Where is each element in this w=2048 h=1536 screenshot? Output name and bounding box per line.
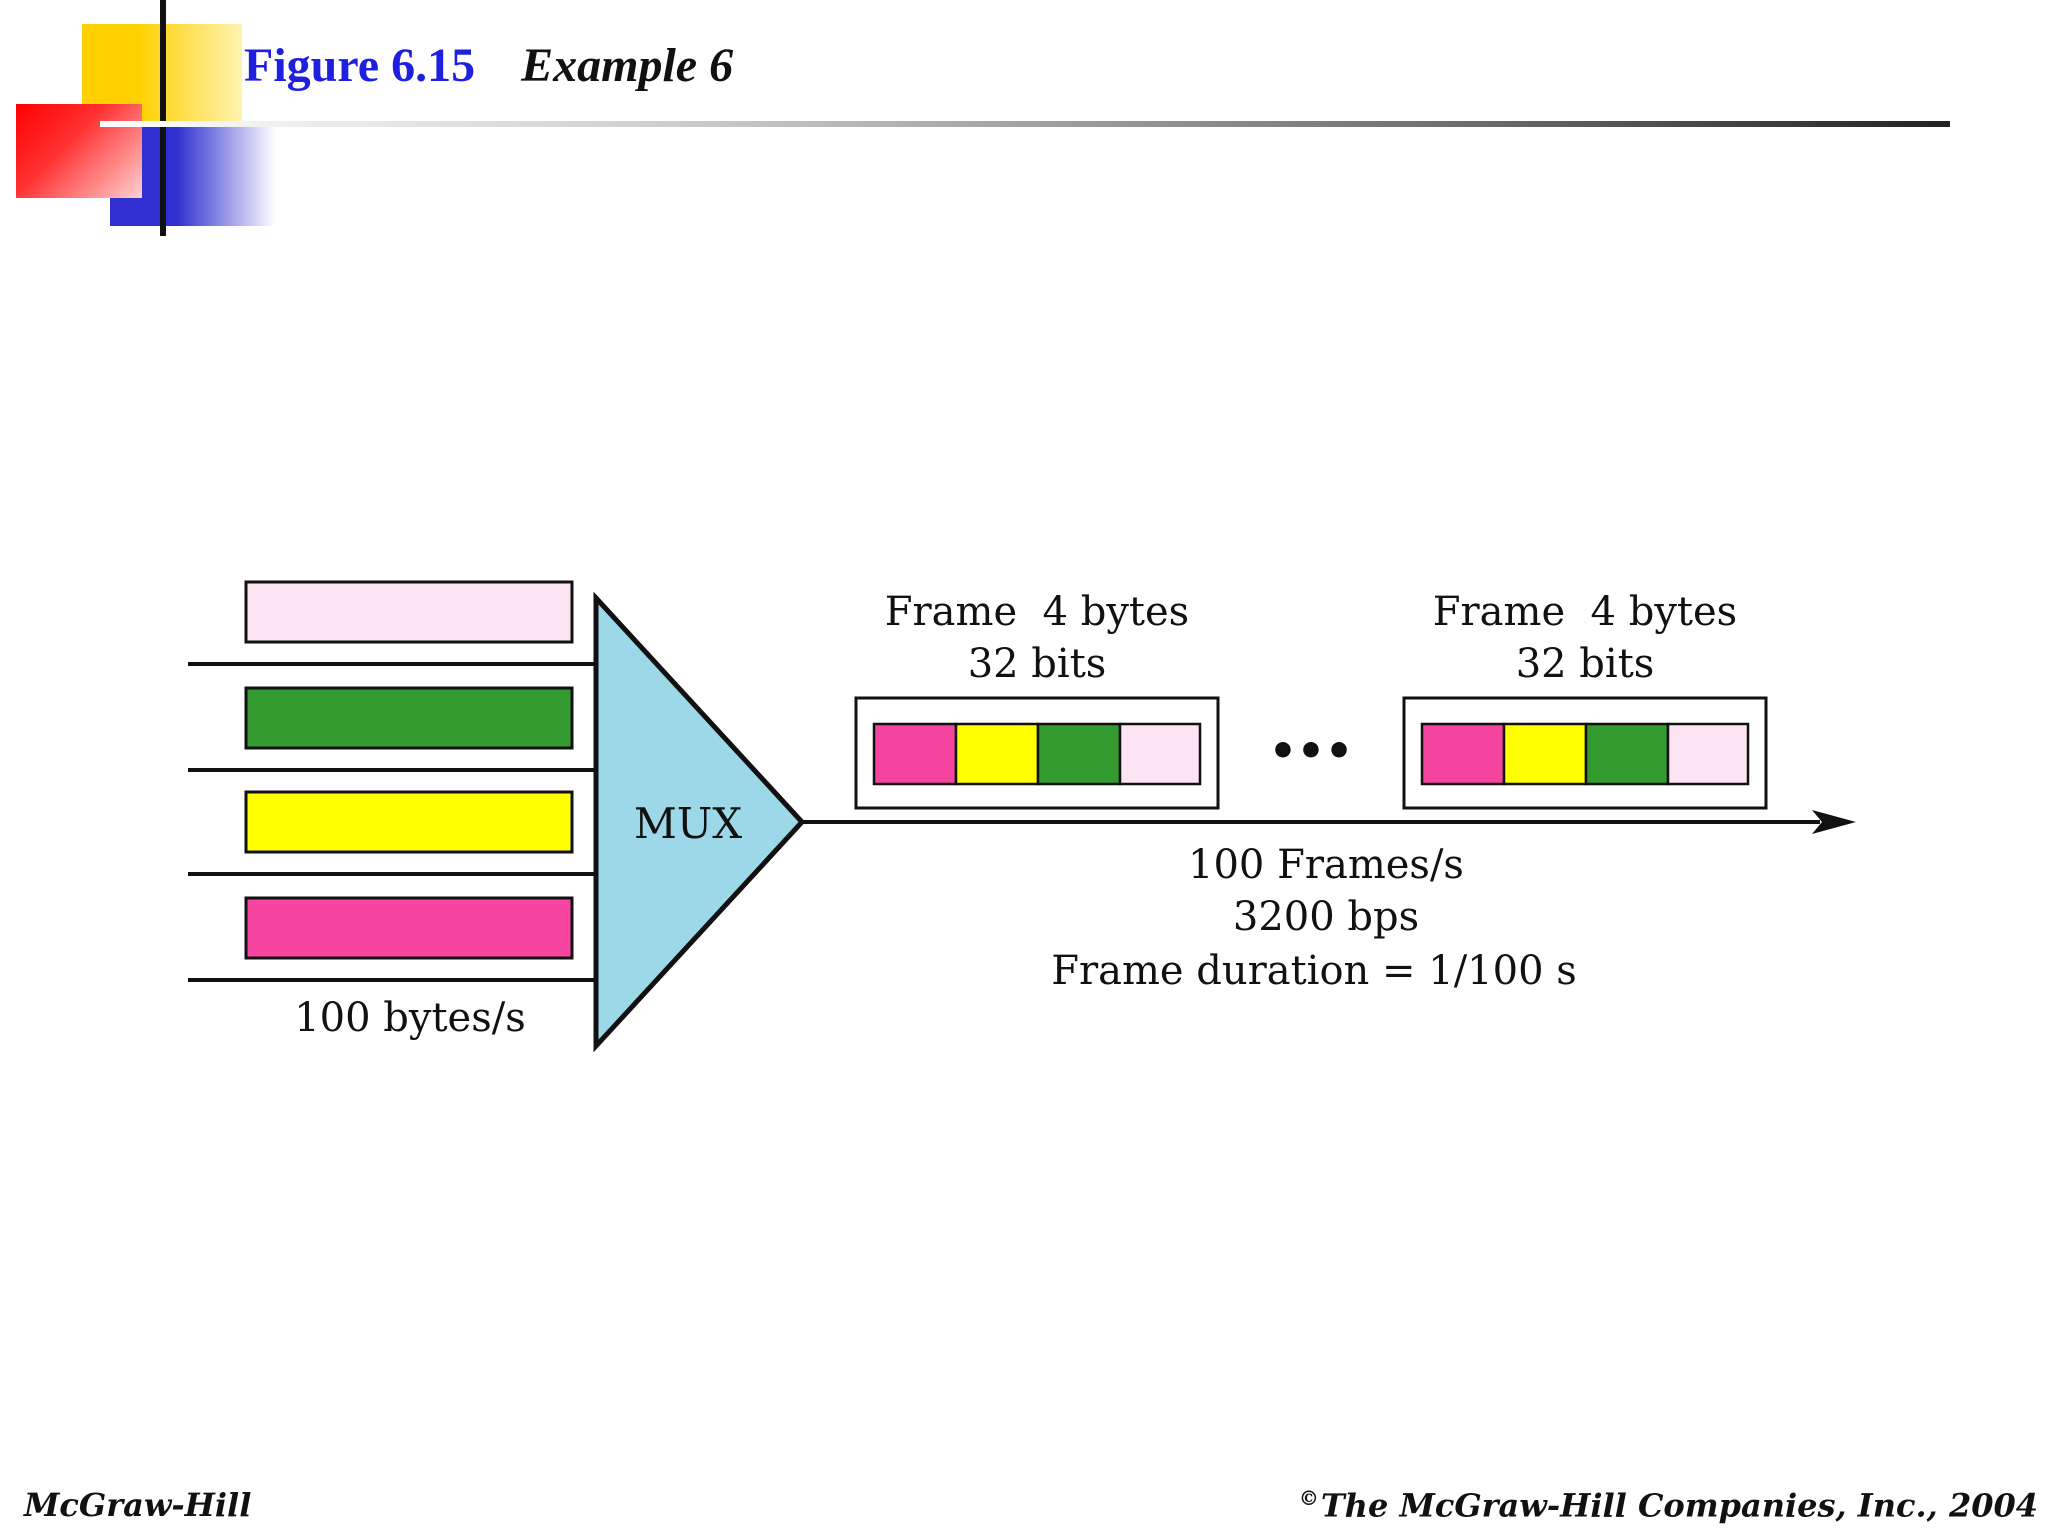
frame-duration: Frame duration = 1/100 s	[1051, 948, 1577, 994]
frame-bits-label: 32 bits	[1516, 641, 1655, 687]
frame-size-label: Frame 4 bytes	[885, 589, 1189, 635]
frame-size-label: Frame 4 bytes	[1433, 589, 1737, 635]
copyright-symbol: ©	[1298, 1486, 1319, 1510]
frame-slot	[872, 722, 958, 786]
frame-slot	[954, 722, 1040, 786]
output-frame-rate: 100 Frames/s	[1188, 842, 1464, 888]
output-bit-rate: 3200 bps	[1233, 894, 1419, 940]
frame-slot	[1666, 722, 1750, 786]
figure-name: Example 6	[521, 39, 734, 92]
frame-slot	[1036, 722, 1122, 786]
frame-bits-label: 32 bits	[968, 641, 1107, 687]
mux-triangle	[593, 591, 806, 1053]
frame-slot	[1584, 722, 1670, 786]
deco-red-square	[16, 104, 142, 198]
input-channel-block	[244, 790, 574, 854]
mux-label: MUX	[634, 799, 742, 848]
output-arrowhead	[1812, 810, 1856, 834]
frame-slot	[1502, 722, 1588, 786]
ellipsis: •••	[1269, 726, 1353, 777]
footer-copyright: ©The McGraw-Hill Companies, Inc., 2004	[1299, 1486, 2038, 1525]
footer-publisher: McGraw-Hill	[24, 1486, 252, 1524]
input-channel-block	[244, 686, 574, 750]
copyright-text: The McGraw-Hill Companies, Inc., 2004	[1320, 1486, 2038, 1525]
frame-slot	[1420, 722, 1506, 786]
deco-horizontal-line	[100, 121, 1950, 127]
input-rate-label: 100 bytes/s	[294, 995, 526, 1041]
figure-number: Figure 6.15	[244, 39, 476, 92]
slide-title: Figure 6.15 Example 6	[244, 30, 733, 102]
frame-slot	[1118, 722, 1202, 786]
input-channel-block	[244, 580, 574, 644]
input-channel-block	[244, 896, 574, 960]
deco-vertical-line	[160, 0, 166, 236]
